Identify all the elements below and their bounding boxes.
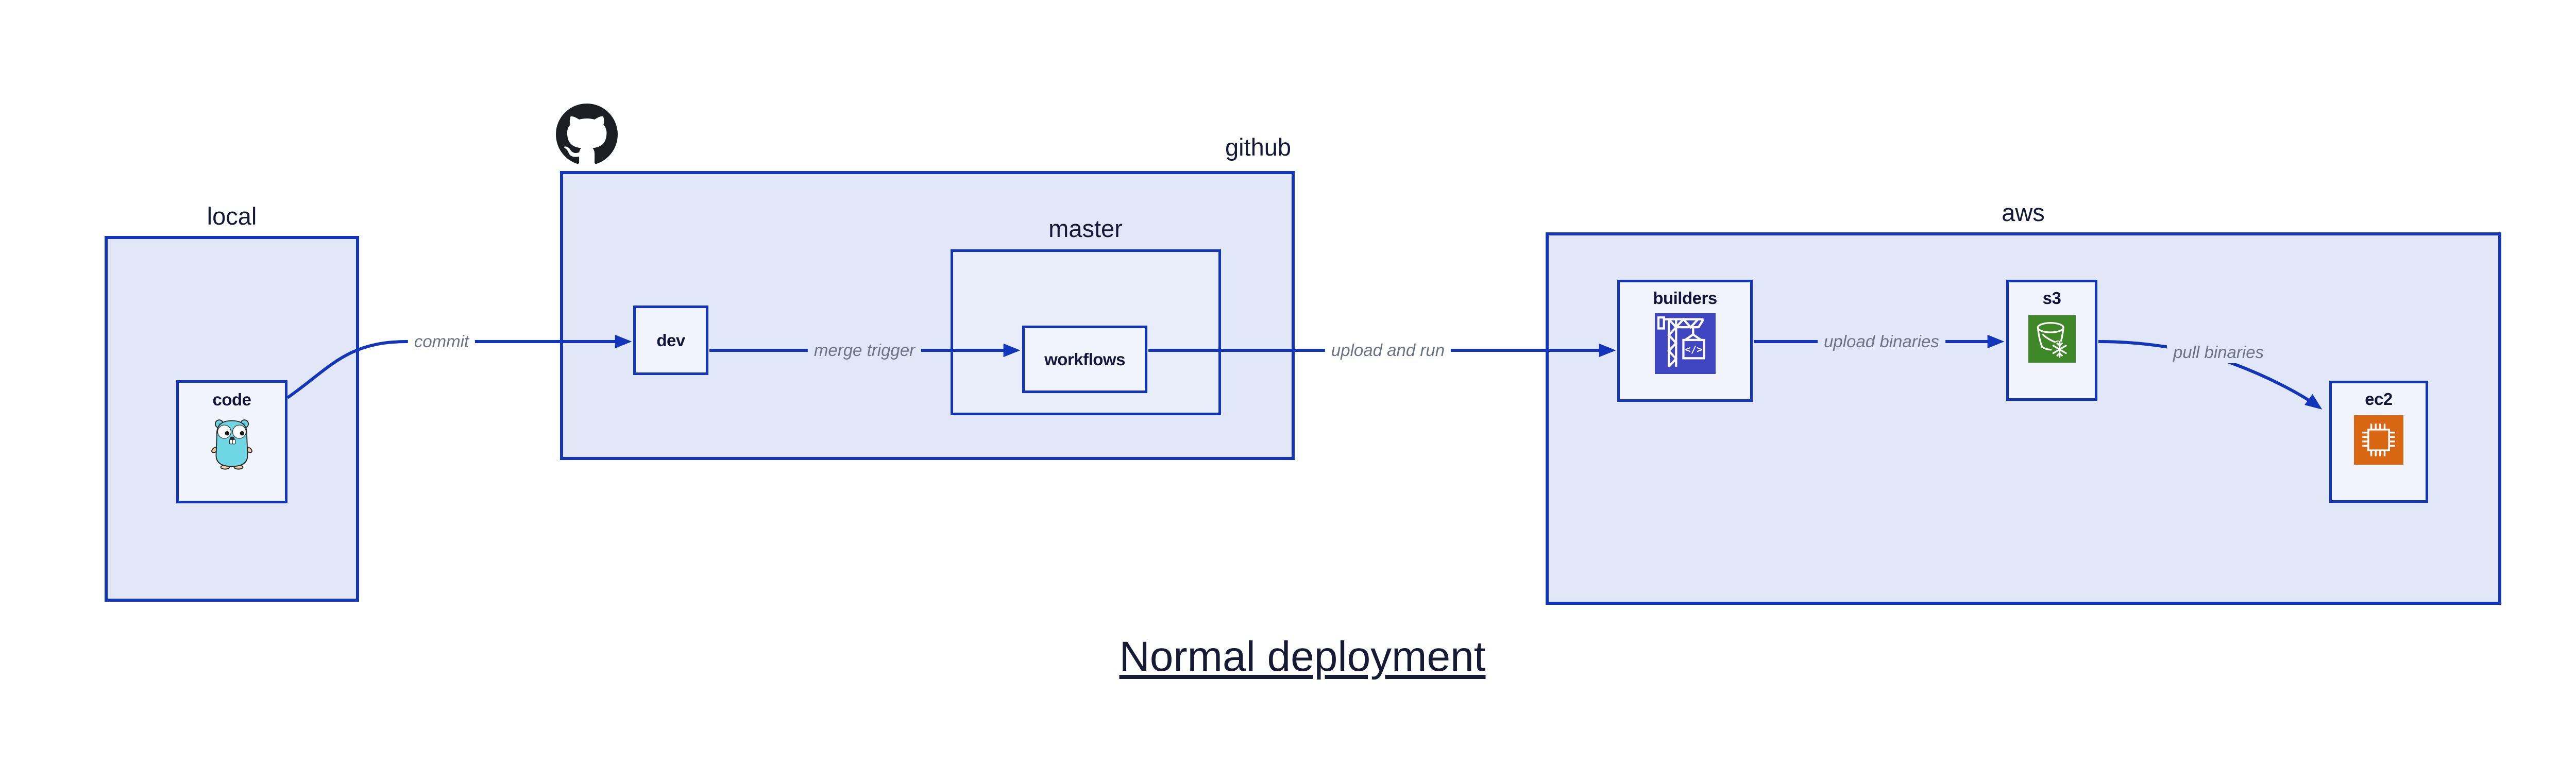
edge-label-commit: commit xyxy=(408,331,476,352)
edge-label-upload-and-run: upload and run xyxy=(1325,339,1451,361)
s3-bucket-snowflake-icon xyxy=(2028,315,2076,363)
node-label-code: code xyxy=(212,390,251,409)
go-gopher-icon xyxy=(211,419,252,470)
node-box-ec2: ec2 xyxy=(2329,381,2428,503)
node-box-builders: builders </> xyxy=(1617,280,1753,402)
node-box-dev: dev xyxy=(633,305,708,375)
group-title-local: local xyxy=(207,202,257,230)
node-box-code: code xyxy=(176,380,287,503)
node-box-workflows: workflows xyxy=(1022,326,1147,393)
node-label-ec2: ec2 xyxy=(2365,389,2393,409)
ec2-chip-icon xyxy=(2354,415,2403,465)
node-box-s3: s3 xyxy=(2006,280,2097,401)
node-label-dev: dev xyxy=(656,330,685,350)
node-label-workflows: workflows xyxy=(1044,349,1125,369)
group-title-github: github xyxy=(1225,133,1291,161)
edge-label-pull-binaries: pull binaries xyxy=(2166,342,2270,363)
codebuild-crane-icon: </> xyxy=(1654,313,1716,374)
group-title-master: master xyxy=(1048,215,1123,242)
builders-icon-code-text: </> xyxy=(1685,344,1702,355)
group-title-aws: aws xyxy=(2002,199,2045,226)
edge-label-upload-binaries: upload binaries xyxy=(1818,331,1945,352)
edge-label-merge-trigger: merge trigger xyxy=(807,339,922,361)
node-label-builders: builders xyxy=(1653,288,1717,308)
page-title: Normal deployment xyxy=(1119,633,1486,680)
github-octocat-icon xyxy=(555,104,618,165)
node-label-s3: s3 xyxy=(2042,288,2061,308)
